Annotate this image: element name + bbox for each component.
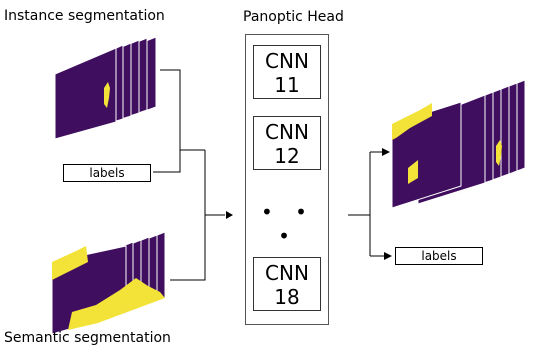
cnn-label: CNN xyxy=(265,49,309,73)
cnn-block-12: CNN 12 xyxy=(253,116,321,170)
ellipsis-dots: • • • xyxy=(261,200,315,248)
cnn-block-18: CNN 18 xyxy=(253,257,321,311)
cnn-index: 12 xyxy=(274,144,300,168)
cnn-index: 11 xyxy=(274,73,300,97)
cnn-block-11: CNN 11 xyxy=(253,45,321,99)
input-connectors xyxy=(153,69,225,281)
semantic-stuff-mask-top xyxy=(52,246,88,280)
instance-mask-stack xyxy=(54,36,157,140)
output-stuff-mask xyxy=(392,103,432,140)
semantic-segmentation-title: Semantic segmentation xyxy=(4,330,171,346)
cnn-index: 18 xyxy=(274,285,300,309)
input-arrowhead xyxy=(226,211,233,219)
output-stuff-mask-small xyxy=(408,160,418,184)
output-arrowhead-bottom xyxy=(384,252,392,260)
cnn-label: CNN xyxy=(265,120,309,144)
semantic-stuff-mask-bottom xyxy=(68,278,165,330)
output-arrowhead-top xyxy=(382,148,390,156)
cnn-label: CNN xyxy=(265,261,309,285)
instance-object-mask xyxy=(104,82,110,108)
output-connectors xyxy=(348,151,384,257)
panoptic-head-container xyxy=(245,34,329,325)
input-labels-box: labels xyxy=(63,164,151,182)
panoptic-head-title: Panoptic Head xyxy=(243,9,344,25)
output-labels-box: labels xyxy=(395,247,483,265)
panoptic-output-stack xyxy=(391,79,526,209)
semantic-mask-stack xyxy=(51,231,166,335)
instance-segmentation-title: Instance segmentation xyxy=(4,8,165,24)
output-instance-mask xyxy=(496,140,502,166)
